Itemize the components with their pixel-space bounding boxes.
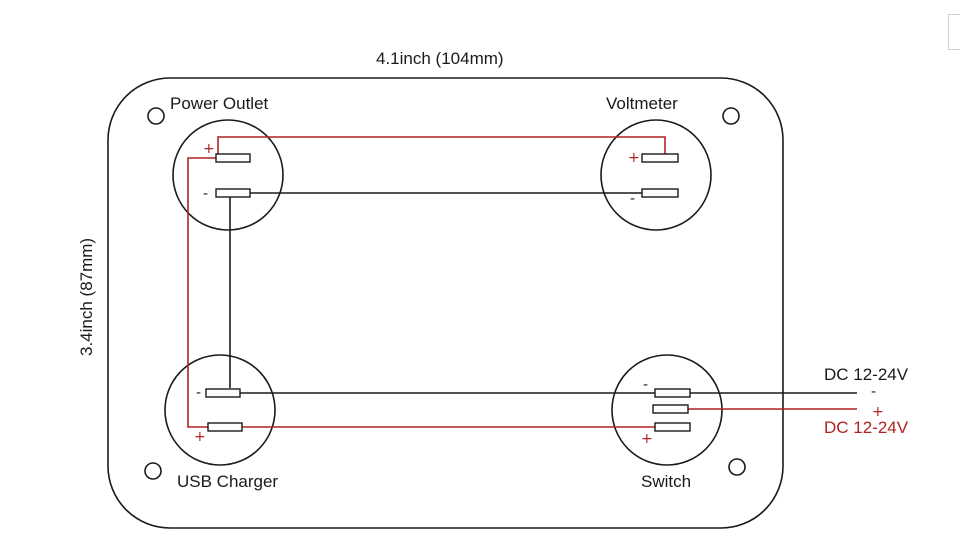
switch-socket [611, 354, 723, 466]
voltmeter-plus-sign: + [628, 150, 640, 166]
panel-outline [107, 77, 784, 529]
supply-negative-label: DC 12-24V [824, 365, 909, 384]
power-outlet-minus-sign: - [203, 186, 208, 202]
positive-wires [187, 136, 857, 428]
switch-minus-sign: - [643, 377, 648, 393]
switch-plus-terminal [654, 422, 691, 432]
switch-minus-terminal [654, 388, 691, 398]
voltmeter-plus-terminal [641, 153, 679, 163]
usb-charger-minus-terminal [205, 388, 241, 398]
mounting-hole-bottom-left [144, 462, 162, 480]
usb-charger-minus-sign: - [196, 385, 201, 401]
switch-label: Switch [641, 472, 691, 491]
usb-charger-plus-terminal [207, 422, 243, 432]
supply-negative-sign: - [871, 384, 876, 400]
negative-wires [229, 192, 857, 394]
wire-outlet-to-voltmeter-positive [217, 136, 666, 158]
usb-charger-label: USB Charger [177, 472, 278, 491]
page-corner [948, 14, 960, 50]
switch-middle-terminal [652, 404, 689, 414]
voltmeter-socket [600, 119, 712, 231]
power-outlet-minus-terminal [215, 188, 251, 198]
power-outlet-plus-terminal [215, 153, 251, 163]
supply-positive-label: DC 12-24V [824, 418, 909, 437]
supply-positive-sign: + [872, 404, 884, 420]
voltmeter-minus-terminal [641, 188, 679, 198]
wire-outlet-to-usb-positive [187, 157, 216, 428]
usb-charger-socket [164, 354, 276, 466]
voltmeter-label: Voltmeter [606, 94, 678, 113]
voltmeter-minus-sign: - [630, 191, 635, 207]
mounting-hole-top-right [722, 107, 740, 125]
power-outlet-label: Power Outlet [170, 94, 269, 113]
power-outlet-socket [172, 119, 284, 231]
mounting-hole-top-left [147, 107, 165, 125]
usb-charger-plus-sign: + [194, 429, 206, 445]
width-dimension-label: 4.1inch (104mm) [376, 49, 504, 68]
terminals [205, 153, 691, 432]
switch-plus-sign: + [641, 431, 653, 447]
height-dimension-label: 3.4inch (87mm) [77, 238, 96, 356]
mounting-hole-bottom-right [728, 458, 746, 476]
power-outlet-plus-sign: + [203, 141, 215, 157]
